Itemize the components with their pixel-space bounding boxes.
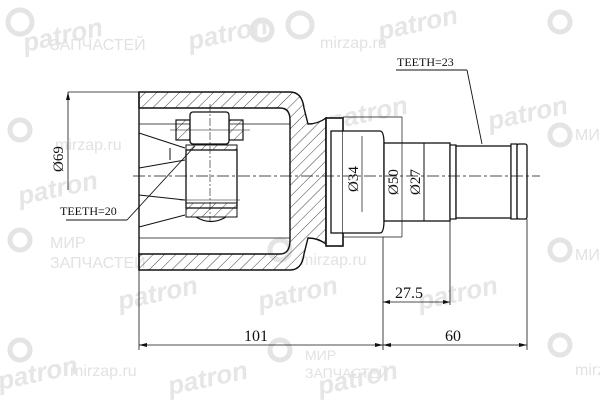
teeth-outer-callout: TEETH=23 (396, 55, 483, 145)
teeth-outer-label: TEETH=23 (397, 55, 454, 69)
dimension-label: Ø27 (408, 169, 424, 195)
dimension-d69: Ø69 (51, 91, 139, 190)
watermark-line1: МИР (575, 247, 600, 264)
watermark-site: mirzap.ru (300, 252, 367, 269)
dimension-label: Ø50 (386, 169, 402, 195)
dimension-label: 101 (244, 328, 268, 345)
dimension-60: 60 (383, 328, 527, 347)
dimension-label: 60 (445, 328, 461, 345)
watermark-brand: patron (374, 0, 460, 46)
teeth-inner-label: TEETH=20 (60, 204, 117, 218)
dimension-label: Ø34 (346, 166, 362, 192)
dimension-101: 101 (139, 328, 383, 347)
watermark-pin-icon (5, 7, 573, 363)
watermark-brand: patron (164, 355, 250, 400)
watermark-site: mirzap.ru (70, 363, 137, 380)
watermark-brand: patron (254, 270, 340, 316)
watermark-site: mirzap.ru (575, 362, 600, 379)
dimension-d34: Ø34 (346, 136, 363, 212)
watermark-line2: ЗАПЧАСТЕЙ (50, 253, 146, 272)
dimension-d50: Ø50 (343, 116, 403, 238)
watermark-line1: МИР (575, 127, 600, 144)
watermark-brand: patron (484, 90, 570, 136)
watermark-line2: ЗАПЧАСТЕЙ (50, 35, 146, 54)
dimension-27-5: 27.5 (383, 285, 450, 304)
dimension-d27: Ø27 (408, 169, 424, 195)
watermark-line1: МИР (305, 347, 336, 363)
watermark-brand: patron (184, 10, 270, 56)
watermark-line1: МИР (50, 235, 86, 252)
tripod-roller (170, 104, 250, 223)
watermark-site: mirzap.ru (55, 137, 122, 154)
watermark-brand: patron (414, 270, 500, 316)
dimension-label: 27.5 (395, 285, 423, 302)
extension-lines (138, 219, 528, 350)
watermark-line2: ЗАПЧАСТЕЙ (305, 364, 389, 381)
shaft (325, 117, 528, 247)
watermark-brand: patron (114, 270, 200, 316)
dimension-label: Ø69 (51, 146, 67, 172)
teeth-inner-callout: TEETH=20 (60, 145, 196, 221)
watermark-site: mirzap.ru (320, 35, 387, 52)
